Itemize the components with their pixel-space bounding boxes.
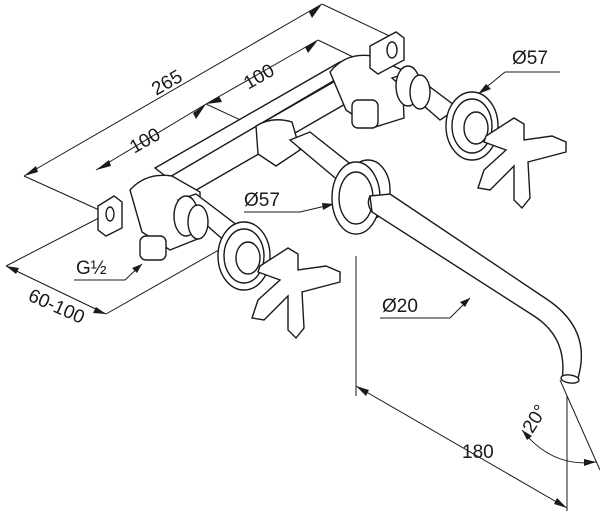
spout-diameter-label: Ø20 xyxy=(382,296,418,317)
center-spacing-lower-label: 100 xyxy=(126,124,164,158)
spout-assembly xyxy=(288,131,582,384)
center-spacing-top-label: 100 xyxy=(240,60,278,94)
spout-rosette-diameter-label: Ø57 xyxy=(244,190,280,211)
left-valve-assembly xyxy=(173,193,271,291)
right-cross-handle-icon[interactable] xyxy=(477,117,567,210)
valve-rosette-diameter-label: Ø57 xyxy=(512,48,548,69)
overall-width-label: 265 xyxy=(148,66,186,100)
wall-depth-range-label: 60-100 xyxy=(25,285,88,328)
left-cross-handle-icon[interactable] xyxy=(251,247,341,340)
valve-body-pipe xyxy=(97,31,405,261)
right-valve-assembly xyxy=(390,65,499,161)
thread-label: G½ xyxy=(76,258,107,279)
spout-projection-label: 180 xyxy=(462,442,494,463)
